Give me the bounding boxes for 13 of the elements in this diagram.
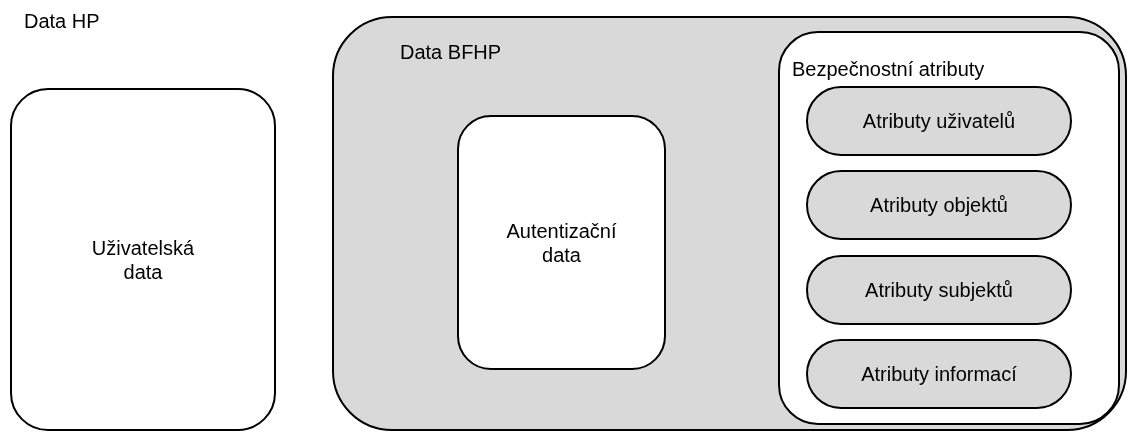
data-box	[457, 115, 666, 370]
diagram-label: Data HP	[24, 10, 100, 33]
group-heading: Data BFHP	[400, 40, 502, 64]
data-box	[10, 88, 276, 431]
node-label: Atributy informací	[861, 362, 1017, 386]
attribute-group-box	[778, 31, 1120, 425]
node-label: Uživatelská data	[90, 235, 196, 284]
node-label: Atributy uživatelů	[862, 109, 1016, 133]
node-label: Atributy subjektů	[865, 278, 1013, 302]
group-heading: Bezpečnostní atributy	[792, 57, 985, 81]
node-label: Atributy objektů	[870, 193, 1008, 217]
node-label: Autentizační data	[505, 218, 618, 267]
data-container	[332, 16, 1127, 431]
